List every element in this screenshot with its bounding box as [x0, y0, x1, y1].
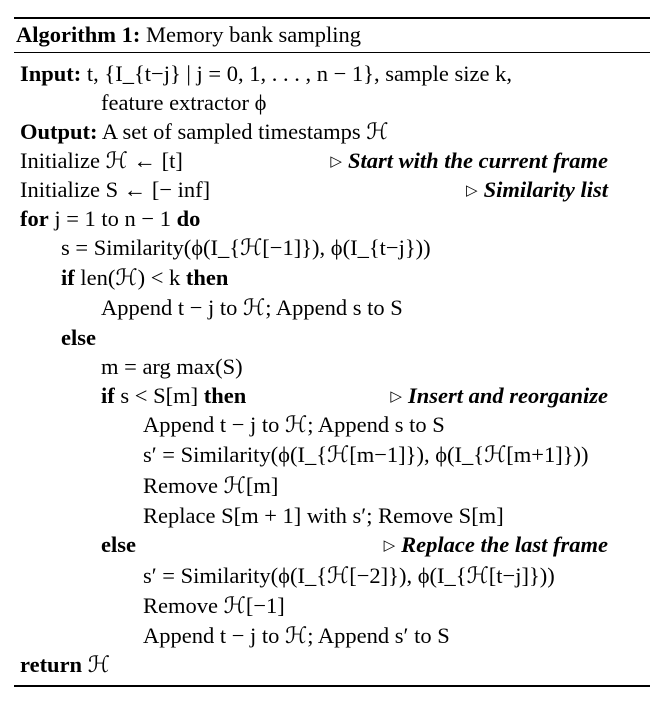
remove-text-1: Remove ℋ[m] [143, 473, 279, 498]
init-h-line: Initialize ℋ ← [t] [20, 147, 183, 175]
algorithm-name: Memory bank sampling [145, 22, 361, 47]
init-h-text: Initialize ℋ ← [t] [20, 148, 183, 173]
if-s-line: if s < S[m] then [101, 382, 246, 410]
sprime-text-2: s′ = Similarity(ϕ(I_{ℋ[−2]}), ϕ(I_{ℋ[t−j… [143, 563, 555, 588]
return-line: return ℋ [20, 651, 110, 679]
append-line-2: Append t − j to ℋ; Append s to S [143, 411, 445, 439]
output-keyword: Output: [20, 119, 98, 144]
then-keyword: then [185, 265, 229, 290]
do-keyword: do [176, 206, 201, 231]
similarity-line: s = Similarity(ϕ(I_{ℋ[−1]}), ϕ(I_{t−j})) [61, 234, 431, 262]
algorithm-label: Algorithm 1: [16, 22, 141, 47]
replace-last-comment-text: Replace the last frame [401, 532, 608, 557]
init-s-text: Initialize S ← [− inf] [20, 177, 211, 202]
similarity-text: s = Similarity(ϕ(I_{ℋ[−1]}), ϕ(I_{t−j})) [61, 235, 431, 260]
remove-line-2: Remove ℋ[−1] [143, 592, 285, 620]
comment-triangle-icon: ▷ [383, 538, 396, 554]
input-line: Input: t, {I_{t−j} | j = 0, 1, . . . , n… [20, 60, 512, 88]
output-line: Output: A set of sampled timestamps ℋ [20, 118, 389, 146]
replace-text: Replace S[m + 1] with s′; Remove S[m] [143, 503, 504, 528]
else-keyword: else [101, 532, 136, 557]
sprime-text-1: s′ = Similarity(ϕ(I_{ℋ[m−1]}), ϕ(I_{ℋ[m+… [143, 442, 589, 467]
replace-last-comment: ▷ Replace the last frame [384, 531, 608, 560]
for-text: j = 1 to n − 1 [54, 206, 171, 231]
if-keyword: if [101, 383, 115, 408]
insert-comment: ▷ Insert and reorganize [390, 382, 608, 411]
if-len-text: len(ℋ) < k [80, 265, 181, 290]
top-rule [14, 17, 650, 19]
else-line-2: else [101, 531, 136, 559]
sprime-line-2: s′ = Similarity(ϕ(I_{ℋ[−2]}), ϕ(I_{ℋ[t−j… [143, 562, 555, 590]
append-text-1: Append t − j to ℋ; Append s to S [101, 295, 403, 320]
if-len-line: if len(ℋ) < k then [61, 264, 228, 292]
argmax-text: m = arg max(S) [101, 354, 243, 379]
comment-triangle-icon: ▷ [466, 183, 478, 199]
if-keyword: if [61, 265, 75, 290]
return-text: ℋ [87, 652, 110, 677]
init-s-comment-text: Similarity list [483, 177, 608, 202]
append-line-1: Append t − j to ℋ; Append s to S [101, 294, 403, 322]
comment-triangle-icon: ▷ [390, 389, 402, 405]
comment-triangle-icon: ▷ [330, 154, 342, 170]
input-text: t, {I_{t−j} | j = 0, 1, . . . , n − 1}, … [86, 61, 513, 86]
title-rule [14, 52, 650, 53]
init-h-comment-text: Start with the current frame [347, 148, 608, 173]
return-keyword: return [20, 652, 83, 677]
algorithm-title: Algorithm 1: Memory bank sampling [16, 20, 361, 50]
for-line: for j = 1 to n − 1 do [20, 205, 200, 233]
input-continuation: feature extractor ϕ [101, 89, 267, 117]
init-s-comment: ▷ Similarity list [466, 176, 608, 205]
append-text-3: Append t − j to ℋ; Append s′ to S [143, 623, 450, 648]
input-continuation-text: feature extractor ϕ [101, 90, 267, 115]
for-keyword: for [20, 206, 49, 231]
init-s-line: Initialize S ← [− inf] [20, 176, 210, 204]
output-text: A set of sampled timestamps ℋ [101, 119, 389, 144]
remove-text-2: Remove ℋ[−1] [143, 593, 285, 618]
sprime-line-1: s′ = Similarity(ϕ(I_{ℋ[m−1]}), ϕ(I_{ℋ[m+… [143, 441, 589, 469]
append-text-2: Append t − j to ℋ; Append s to S [143, 412, 445, 437]
then-keyword: then [203, 383, 247, 408]
remove-line-1: Remove ℋ[m] [143, 472, 278, 500]
argmax-line: m = arg max(S) [101, 353, 243, 381]
else-keyword: else [61, 325, 96, 350]
replace-line: Replace S[m + 1] with s′; Remove S[m] [143, 502, 504, 530]
bottom-rule [14, 685, 650, 687]
append-line-3: Append t − j to ℋ; Append s′ to S [143, 622, 450, 650]
init-h-comment: ▷ Start with the current frame [330, 147, 608, 176]
else-line-1: else [61, 324, 96, 352]
if-s-text: s < S[m] [120, 383, 199, 408]
input-keyword: Input: [20, 61, 82, 86]
insert-comment-text: Insert and reorganize [407, 383, 608, 408]
